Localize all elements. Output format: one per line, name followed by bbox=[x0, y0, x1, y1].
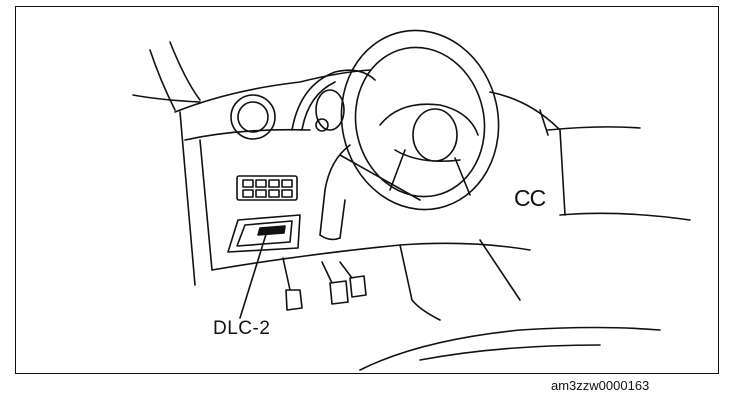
steering-wheel bbox=[324, 29, 500, 211]
callout-leader-line bbox=[239, 227, 269, 319]
round-air-vent bbox=[230, 94, 276, 140]
dlc-2-label: DLC-2 bbox=[213, 318, 271, 339]
switch-panel bbox=[236, 175, 298, 201]
center-console bbox=[359, 239, 661, 371]
panel-mark-text: CC bbox=[514, 185, 546, 211]
figure-id: am3zzw0000163 bbox=[551, 378, 650, 393]
a-pillar bbox=[132, 41, 201, 111]
right-dash-panel bbox=[547, 126, 691, 221]
instrument-cluster bbox=[291, 69, 376, 132]
steering-column bbox=[319, 189, 346, 241]
pedals bbox=[282, 257, 367, 311]
dashboard-outline bbox=[174, 69, 566, 286]
figure-frame bbox=[15, 6, 719, 374]
dlc-2-connector bbox=[227, 214, 301, 253]
